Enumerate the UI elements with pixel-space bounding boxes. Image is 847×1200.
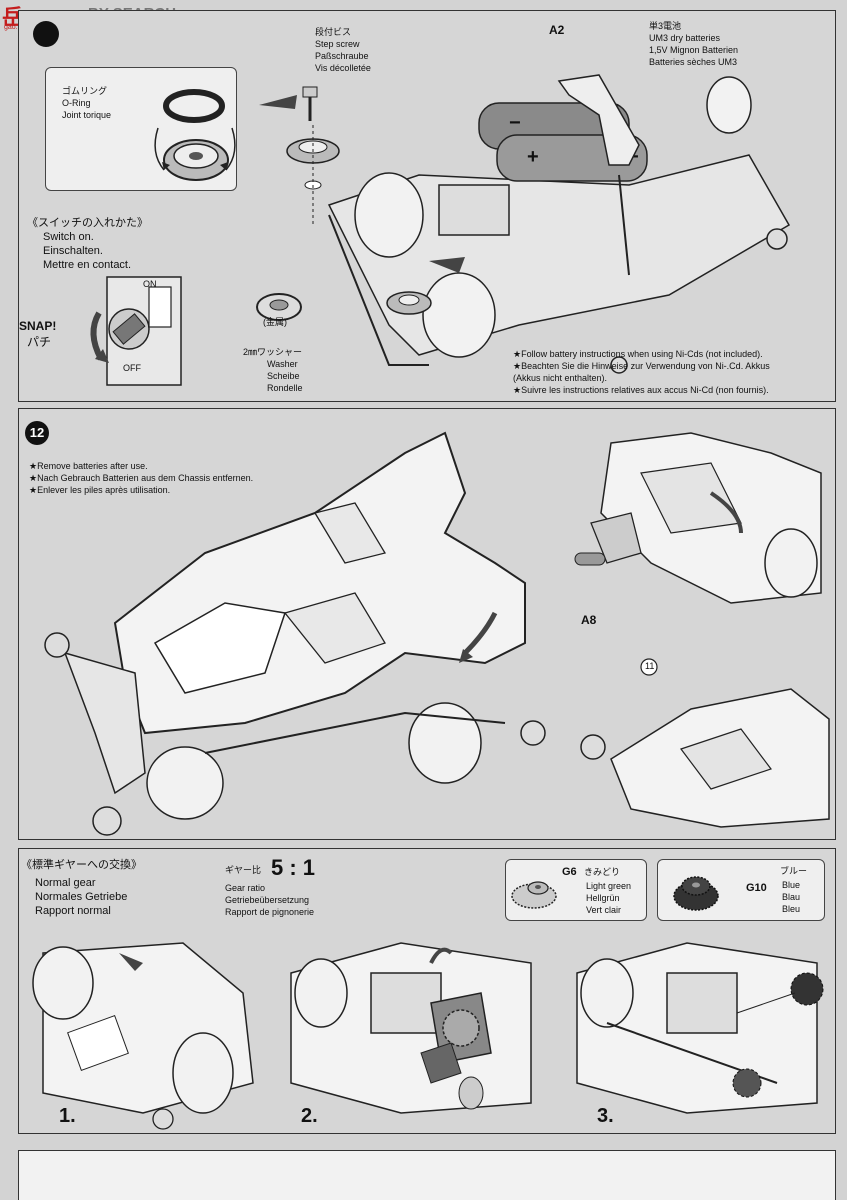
nicd-note-1: ★Follow battery instructions when using … [513,349,763,359]
switch-heading: 《スイッチの入れかた》 [27,217,148,229]
gear-ratio-value: 5 : 1 [271,855,316,880]
panel-gear-change: 《標準ギヤーへの交換》 Normal gear Normales Getrieb… [18,848,836,1134]
panel-body-mount: 12 ★Remove batteries after use. ★Nach Ge… [18,408,836,840]
washer-en: Washer [267,359,298,369]
panel-next-partial [18,1150,836,1200]
step-screw-fr: Vis décolletée [315,63,371,73]
batteries-fr: Batteries sèches UM3 [649,57,738,67]
oring-label-en: O-Ring [62,98,91,108]
switch-illustration [90,276,182,386]
part-a2-label: A2 [549,23,565,37]
switch-de: Einschalten. [43,245,103,257]
step-screw-en: Step screw [315,39,360,49]
ref-step-11-label: 11 [645,661,655,671]
washer-de: Scheibe [267,371,300,381]
switch-fr: Mettre en contact. [43,259,132,271]
switch-on-label: ON [143,279,157,289]
washer-metal-label: (金属) [263,317,287,327]
oring-label-fr: Joint torique [62,110,112,120]
remove-batteries-note-de: ★Nach Gebrauch Batterien aus dem Chassis… [29,473,254,483]
svg-text:−: − [509,112,521,134]
batteries-en: UM3 dry batteries [649,33,721,43]
remove-batteries-note-en: ★Remove batteries after use. [29,461,148,471]
switch-off-label: OFF [123,363,141,373]
snap-label-jp: パチ [27,335,52,349]
gear-step-1-number: 1. [59,1105,76,1127]
gear-step-3-number: 3. [597,1105,614,1127]
gear-ratio-jp-label: ギヤー比 [225,865,262,875]
step-screw-de: Paßschraube [315,51,369,61]
g6-color-en: Light green [586,881,632,891]
washer-illustration [256,293,302,321]
rear-clip-detail-illustration [574,432,822,604]
g10-color-de: Blau [782,892,801,902]
gear-heading-jp: 《標準ギヤーへの交換》 [21,859,142,871]
gear-step-3-illustration [576,942,824,1114]
gear-ratio-de: Getriebeübersetzung [225,895,310,905]
gear-ratio-en: Gear ratio [225,883,266,893]
panel-1-step-circle [33,21,59,47]
gear-step-2-number: 2. [301,1105,318,1127]
g6-gear-icon [511,881,557,909]
snap-label: SNAP! [19,319,57,333]
gear-ratio-fr: Rapport de pignonerie [225,907,315,917]
nicd-note-2: ★Beachten Sie die Hinweise zur Verwendun… [513,361,770,371]
panel-battery-install: ゴムリング O-Ring Joint torique 段付ビス Step scr… [18,10,836,402]
step-12-badge: 12 [25,421,49,445]
nicd-note-3: (Akkus nicht enthalten). [513,373,608,383]
g6-color-fr: Vert clair [586,905,622,915]
g10-gear-box: G10 ブルー Blue Blau Bleu [657,859,825,921]
g6-gear-box: G6 きみどり Light green Hellgrün Vert clair [505,859,647,921]
switch-en: Switch on. [43,231,94,243]
chassis-battery-illustration: − + + − [259,74,791,374]
washer-fr: Rondelle [267,383,303,393]
car-body-illustration [44,431,546,836]
gear-heading-de: Normales Getriebe [35,891,128,903]
batteries-de: 1,5V Mignon Batterien [649,45,739,55]
gear-heading-fr: Rapport normal [35,905,111,917]
g10-color-en: Blue [782,880,801,890]
gear-step-2-illustration [290,942,532,1114]
front-nose-detail-illustration [580,658,830,828]
nicd-note-4: ★Suivre les instructions relatives aux a… [513,385,769,395]
svg-text:+: + [527,146,539,168]
oring-inset: ゴムリング O-Ring Joint torique [45,67,237,191]
g10-color-fr: Bleu [782,904,801,914]
g6-jp-color: きみどり [584,867,621,877]
g10-jp-color: ブルー [780,866,808,876]
g6-color-de: Hellgrün [586,893,620,903]
remove-batteries-note-fr: ★Enlever les piles après utilisation. [29,485,171,495]
part-a8-label: A8 [581,613,597,627]
g10-gear-icon [673,876,719,911]
g6-code: G6 [562,866,577,878]
gear-step-1-illustration [32,942,254,1130]
g10-code: G10 [746,882,767,894]
gear-heading-en: Normal gear [35,877,96,889]
oring-illustration [154,89,236,181]
step-screw-jp: 段付ビス [315,27,352,37]
oring-label-jp: ゴムリング [62,86,108,96]
batteries-jp: 単3電池 [649,21,682,31]
washer-jp: 2㎜ワッシャー [243,347,303,357]
